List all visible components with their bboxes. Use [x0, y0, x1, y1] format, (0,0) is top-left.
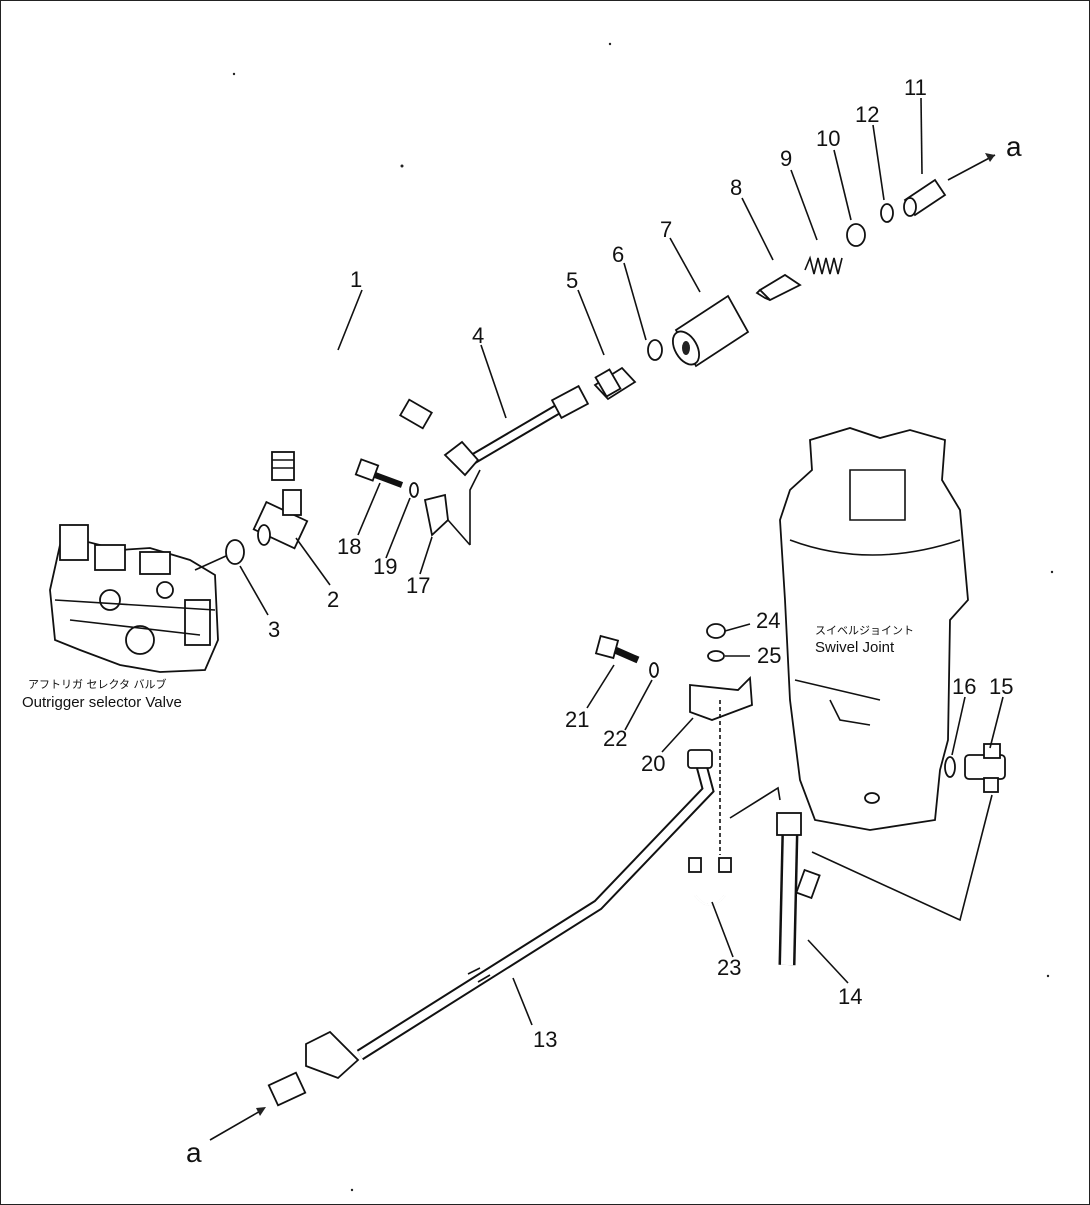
washer-25: [707, 650, 725, 662]
filter-body-7: [671, 294, 750, 368]
pipe-13: [267, 749, 715, 1107]
bolt-18: [354, 458, 404, 488]
callout-4: 4: [472, 323, 484, 348]
callout-7: 7: [660, 217, 672, 242]
arrow-from-a: [209, 1109, 263, 1141]
spring-9: [804, 255, 843, 275]
callout-2: 2: [327, 587, 339, 612]
callout-15: 15: [989, 674, 1013, 699]
u-bolt-23: [688, 857, 732, 906]
swivel-joint: [779, 427, 969, 831]
fitting-11: [903, 178, 947, 217]
callout-19: 19: [373, 554, 397, 579]
seal-10: [846, 223, 866, 247]
callout-8: 8: [730, 175, 742, 200]
callout-13: 13: [533, 1027, 557, 1052]
callout-18: 18: [337, 534, 361, 559]
clamp-leader: [447, 469, 481, 546]
callout-9: 9: [780, 146, 792, 171]
callout-14: 14: [838, 984, 862, 1009]
o-ring-6: [647, 339, 663, 361]
leader-valve-ring: [194, 555, 227, 571]
connection-mark-bottom: a: [186, 1137, 202, 1168]
o-ring-12: [880, 203, 894, 223]
hose-14-leader: [729, 786, 781, 819]
union-5: [593, 366, 637, 401]
bracket-20: [689, 675, 753, 721]
swivel-joint-en-label: Swivel Joint: [815, 639, 895, 656]
callout-numbers: 1 2 3 4 5 6 7 8 9 10 11 12 13 14 15 16 1…: [268, 75, 1013, 1052]
callout-25: 25: [757, 643, 781, 668]
callout-20: 20: [641, 751, 665, 776]
callout-24: 24: [756, 608, 780, 633]
callout-5: 5: [566, 268, 578, 293]
tube-4: [443, 384, 590, 477]
o-ring-3: [225, 539, 245, 565]
callout-12: 12: [855, 102, 879, 127]
callout-6: 6: [612, 242, 624, 267]
swivel-joint-jp-label: スイベルジョイント: [815, 624, 914, 637]
outrigger-valve-jp-label: アフトリガ セレクタ バルブ: [28, 677, 167, 691]
arrow-to-a: [947, 154, 996, 181]
washer-22: [649, 662, 659, 678]
hose-1: [271, 338, 433, 481]
bolt-21: [594, 634, 640, 664]
callout-3: 3: [268, 617, 280, 642]
callout-23: 23: [717, 955, 741, 980]
elbow-fitting-2: [252, 489, 309, 550]
outrigger-selector-valve: [49, 524, 219, 673]
nut-24: [706, 623, 726, 639]
elbow-fitting-15: [964, 743, 1006, 793]
outrigger-valve-en-label: Outrigger selector Valve: [22, 694, 182, 711]
callout-22: 22: [603, 726, 627, 751]
callout-16: 16: [952, 674, 976, 699]
callout-10: 10: [816, 126, 840, 151]
o-ring-16: [944, 756, 956, 778]
callout-17: 17: [406, 573, 430, 598]
callout-21: 21: [565, 707, 589, 732]
connection-mark-top: a: [1006, 131, 1022, 162]
washer-19: [409, 482, 419, 498]
hose-14-bracket-leader: [811, 794, 993, 922]
callout-11: 11: [904, 75, 927, 100]
callout-1: 1: [350, 267, 362, 292]
clamp-17: [423, 493, 449, 537]
nozzle-8: [755, 273, 802, 302]
scan-specks: [232, 42, 1054, 1192]
hose-14: [776, 812, 821, 966]
leader-lines: [239, 97, 1004, 1026]
